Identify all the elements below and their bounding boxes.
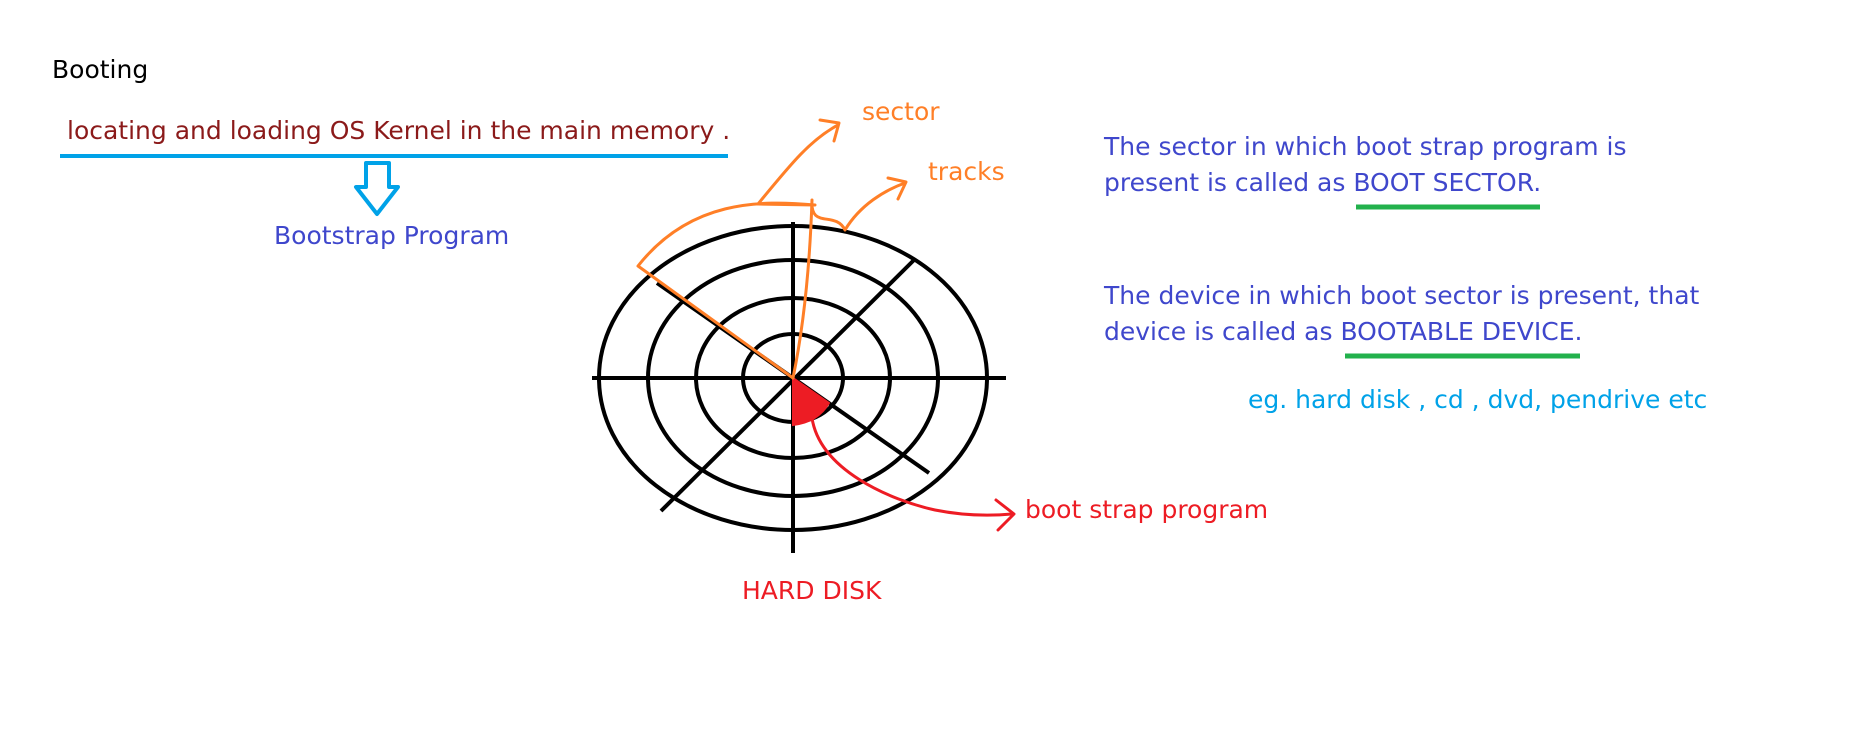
annotation-arrows-orange bbox=[636, 118, 908, 380]
boot-sector-note: The sector in which boot strap program i… bbox=[1104, 129, 1627, 201]
bootable-device-line1: The device in which boot sector is prese… bbox=[1104, 281, 1700, 310]
bootstrap-program-label: Bootstrap Program bbox=[274, 221, 510, 250]
bootable-device-note: The device in which boot sector is prese… bbox=[1104, 278, 1699, 350]
page-title: Booting bbox=[52, 55, 149, 84]
boot-sector-wedge bbox=[792, 376, 831, 427]
bootable-device-term: BOOTABLE DEVICE bbox=[1340, 317, 1575, 346]
sector-arrow bbox=[636, 123, 840, 380]
boot-sector-line2: present is called as BOOT SECTOR. bbox=[1104, 165, 1627, 201]
booting-definition: locating and loading OS Kernel in the ma… bbox=[67, 116, 731, 145]
boot-sector-line1: The sector in which boot strap program i… bbox=[1104, 132, 1627, 161]
boot-strap-program-label: boot strap program bbox=[1025, 495, 1269, 524]
boot-sector-line2-prefix: present is called as bbox=[1104, 168, 1354, 197]
bootable-device-line2-prefix: device is called as bbox=[1104, 317, 1341, 346]
bootable-device-suffix: . bbox=[1574, 317, 1583, 346]
tracks-arrow bbox=[791, 181, 907, 380]
hard-disk-label: HARD DISK bbox=[742, 576, 882, 605]
boot-sector-term: BOOT SECTOR bbox=[1353, 168, 1534, 197]
bootable-device-examples: eg. hard disk , cd , dvd, pendrive etc bbox=[1248, 385, 1708, 414]
down-arrow-icon bbox=[354, 161, 400, 216]
sector-label: sector bbox=[862, 97, 940, 126]
boot-strap-arrow bbox=[810, 416, 1016, 532]
bootable-device-line2: device is called as BOOTABLE DEVICE. bbox=[1104, 314, 1699, 350]
boot-sector-suffix: . bbox=[1533, 168, 1542, 197]
tracks-label: tracks bbox=[928, 157, 1005, 186]
